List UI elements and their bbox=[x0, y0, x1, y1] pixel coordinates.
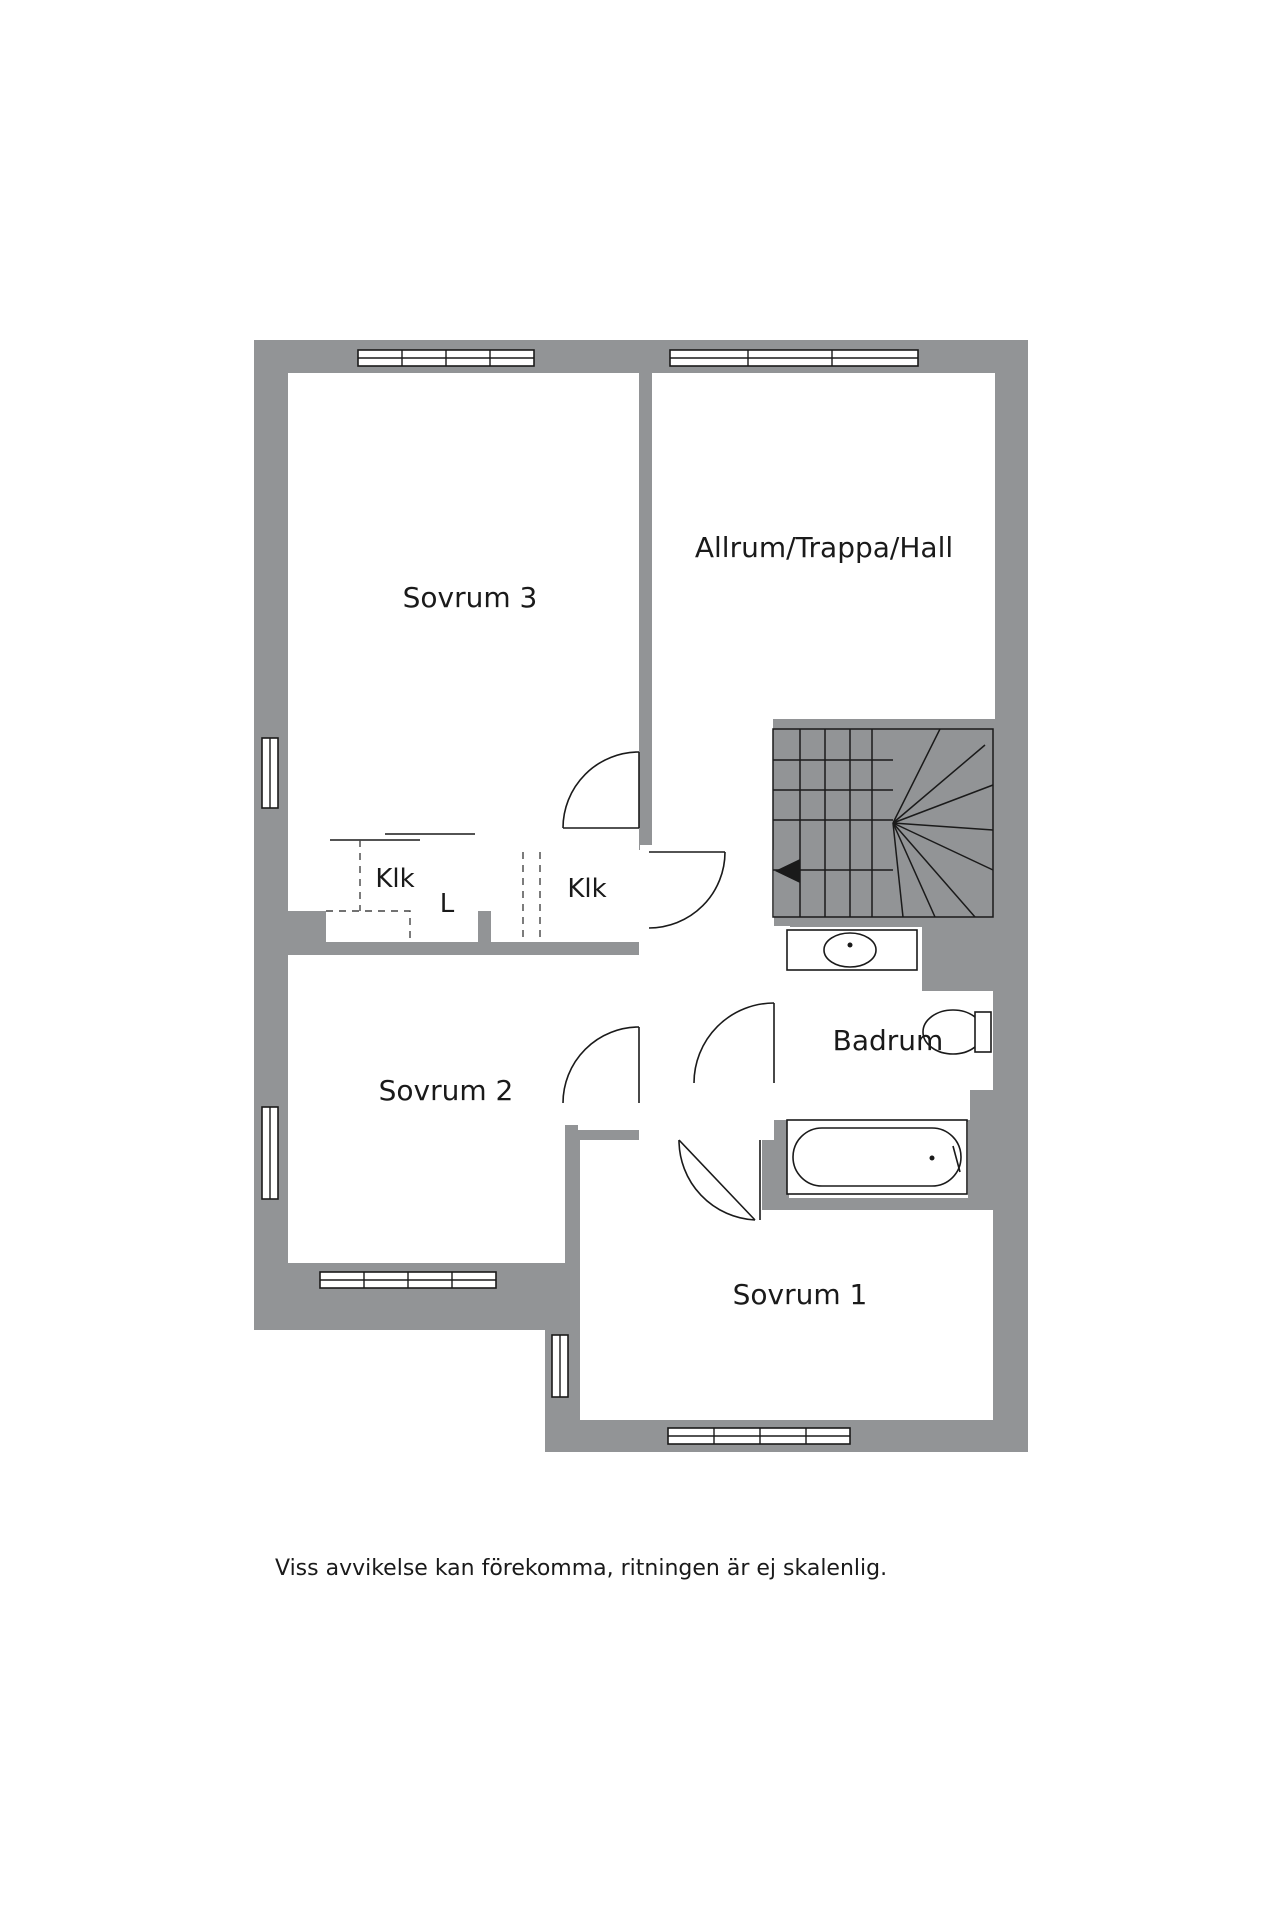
disclaimer-text: Viss avvikelse kan förekomma, ritningen … bbox=[275, 1556, 888, 1581]
door-sovrum2 bbox=[562, 1026, 640, 1104]
doors bbox=[562, 751, 775, 1221]
label-badrum: Badrum bbox=[833, 1024, 944, 1057]
door-klk2 bbox=[648, 851, 726, 929]
window-bottom-sovrum2 bbox=[319, 1271, 497, 1289]
room-badrum bbox=[787, 927, 993, 1120]
room-sovrum3 bbox=[288, 373, 639, 911]
window-left-sovrum2 bbox=[261, 1106, 279, 1200]
label-allrum: Allrum/Trappa/Hall bbox=[695, 531, 953, 564]
window-top-right bbox=[669, 349, 919, 367]
label-sovrum1: Sovrum 1 bbox=[733, 1278, 868, 1311]
label-klk2: Klk bbox=[567, 874, 606, 904]
door-badrum bbox=[693, 1002, 775, 1084]
room-allrum bbox=[652, 373, 995, 719]
windows bbox=[261, 349, 919, 1445]
room-labels: Sovrum 3 Allrum/Trappa/Hall Klk L Klk Ba… bbox=[375, 531, 953, 1311]
window-left-sovrum1 bbox=[551, 1334, 569, 1398]
window-left-sovrum3 bbox=[261, 737, 279, 809]
label-sovrum3: Sovrum 3 bbox=[403, 581, 538, 614]
staircase bbox=[772, 728, 994, 918]
room-sovrum1 bbox=[580, 1140, 993, 1420]
bathroom-fixtures bbox=[786, 929, 992, 1195]
room-sovrum2 bbox=[288, 955, 639, 1263]
door-sovrum3 bbox=[562, 751, 640, 829]
label-sovrum2: Sovrum 2 bbox=[379, 1074, 514, 1107]
stair-arrow-icon bbox=[775, 859, 800, 883]
window-top-left bbox=[357, 349, 535, 367]
room-klk1 bbox=[288, 840, 478, 942]
room-corridor bbox=[639, 850, 774, 1140]
label-klk1: Klk bbox=[375, 864, 414, 894]
closet-details bbox=[326, 833, 541, 942]
door-sovrum1 bbox=[678, 1139, 761, 1221]
label-klk1-sub: L bbox=[440, 889, 455, 919]
window-bottom-sovrum1 bbox=[667, 1427, 851, 1445]
room-klk2 bbox=[491, 850, 639, 942]
walls bbox=[254, 340, 1028, 1452]
sink-icon bbox=[823, 932, 877, 968]
